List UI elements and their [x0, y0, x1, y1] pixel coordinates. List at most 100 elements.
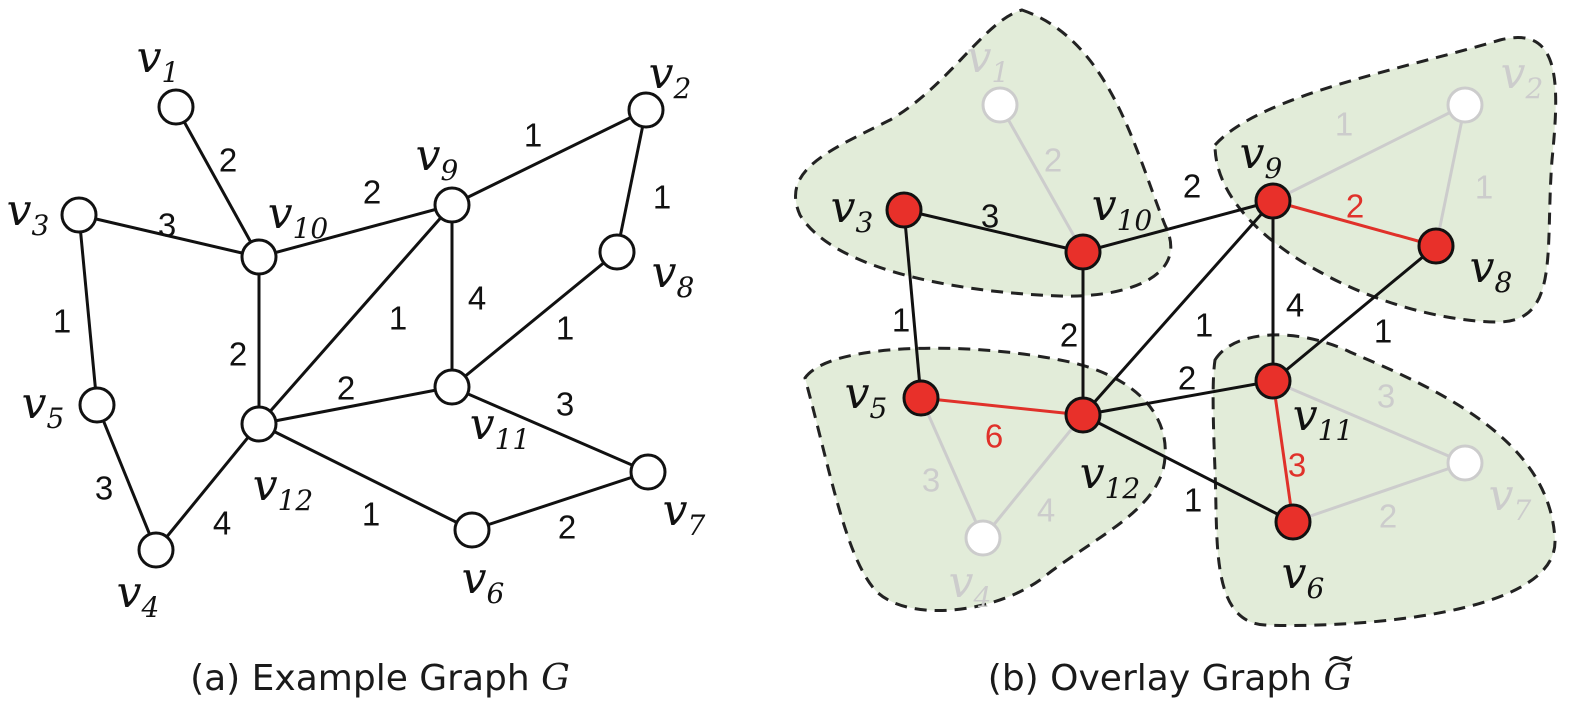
graph-a-edge-v5-v4	[95, 404, 158, 551]
graph-b-node-v3	[885, 191, 923, 229]
graph-b-edges	[902, 103, 1467, 539]
graph-b-edge-v6-v7	[1292, 461, 1466, 524]
graph-a-label-v7: v7	[663, 485, 706, 542]
graph-b-weight-v1-v10: 2	[1044, 142, 1062, 179]
graph-b-label-v8: v8	[1470, 242, 1513, 299]
graph-b-weight-v4-v12: 4	[1037, 492, 1055, 529]
graph-a-edge-v2-v8	[615, 109, 648, 253]
graph-b-weight-v9-v8: 2	[1346, 188, 1364, 225]
graph-b-node-v1	[981, 86, 1019, 124]
graph-b-edge-v11-v7	[1272, 379, 1466, 465]
graph-b-edge-v5-v4	[919, 397, 985, 539]
graph-b-weight-v2-v9: 1	[1335, 106, 1353, 143]
graph-b-edge-v11-v6	[1271, 380, 1295, 523]
graph-b-edge-v3-v5	[902, 209, 923, 399]
graph-a-weight-v2-v9: 1	[524, 117, 542, 154]
graph-b-label-v11: v11	[1293, 390, 1354, 447]
graph-a-weight-v5-v4: 3	[95, 470, 113, 507]
graph-a-edge-v12-v9	[257, 204, 454, 425]
graph-a-node-v4	[137, 531, 175, 569]
graph-a-edge-v3-v5	[77, 214, 99, 406]
caption-b: (b) Overlay Graph G	[988, 658, 1352, 699]
graph-b-weight-v2-v8: 1	[1475, 169, 1493, 206]
graph-b-weight-v5-v12: 6	[985, 418, 1003, 455]
graph-a-edge-v2-v9	[451, 108, 647, 207]
graph-b-edge-v10-v9	[1082, 199, 1274, 254]
graph-b-node-v9	[1254, 182, 1292, 220]
graph-b-edge-v2-v8	[1434, 104, 1467, 247]
region-bottom-right	[1211, 333, 1557, 628]
graph-b-node-v11	[1254, 362, 1292, 400]
graph-b-weight-v10-v12: 2	[1060, 317, 1078, 354]
graph-a-label-v3: v3	[7, 185, 50, 242]
graph-b-label-v6: v6	[1282, 548, 1325, 605]
graph-a-label-v6: v6	[462, 553, 505, 610]
graph-a-node-v7	[629, 453, 667, 491]
graph-b-edge-v2-v9	[1272, 103, 1466, 203]
graph-b-weight-v3-v5: 1	[892, 302, 910, 339]
graph-a-edge-v10-v9	[258, 203, 453, 259]
graph-b-edge-v9-v8	[1272, 199, 1437, 248]
graph-a-weight-v3-v5: 1	[53, 303, 71, 340]
graph-a-weight-v4-v12: 4	[213, 505, 231, 542]
graph-a-weight-v9-v11: 4	[468, 280, 486, 317]
graph-b-node-v5	[902, 379, 940, 417]
graph-a-node-v11	[433, 368, 471, 406]
graph-b-weight-v12-v11: 2	[1178, 360, 1196, 397]
graph-b-weight-v3-v10: 3	[981, 198, 999, 235]
graph-b-edge-v5-v12	[920, 396, 1084, 417]
graph-a-edge-v3-v10	[78, 213, 260, 259]
graph-b-edge-v1-v10	[998, 104, 1085, 253]
graph-a-weight-v11-v7: 3	[556, 386, 574, 423]
graph-b-node-v6	[1274, 503, 1312, 541]
graph-b-label-v9: v9	[1240, 128, 1283, 185]
graph-b-edge-v4-v12	[981, 414, 1085, 539]
graph-a-weight-v1-v10: 2	[219, 142, 237, 179]
graph-b-weight-v6-v7: 2	[1379, 498, 1397, 535]
graph-b-node-v12	[1064, 396, 1102, 434]
graph-b-label-v7: v7	[1489, 470, 1532, 527]
graph-b-weight-v11-v7: 3	[1377, 378, 1395, 415]
graph-a-edge-v8-v11	[451, 250, 618, 389]
graph-a-label-v10: v10	[268, 188, 329, 245]
graph-a-weight-v6-v7: 2	[558, 509, 576, 546]
graph-b-node-v2	[1446, 86, 1484, 124]
caption-a: (a) Example Graph G	[190, 658, 570, 699]
graph-b-edge-v12-v6	[1082, 413, 1294, 524]
graph-b-node-v10	[1064, 233, 1102, 271]
graph-a-node-v6	[453, 511, 491, 549]
graph-a-weight-v12-v6: 1	[362, 496, 380, 533]
graph-a-edge-v6-v7	[471, 470, 649, 532]
graph-a-node-v1	[157, 88, 195, 126]
graph-a-node-v12	[240, 405, 278, 443]
graph-a-node-v3	[60, 196, 98, 234]
graph-a-edge-v12-v6	[258, 422, 473, 532]
graph-a-edge-v12-v11	[258, 385, 453, 426]
graph-a-weight-v12-v11: 2	[337, 370, 355, 407]
graph-a-node-v2	[627, 91, 665, 129]
graph-a-label-v1: v1	[137, 32, 180, 89]
graph-b-edge-v3-v10	[903, 208, 1084, 254]
graph-a-label-v11: v11	[470, 399, 531, 456]
graph-a-node-v9	[433, 186, 471, 224]
graph-a-weight-v8-v11: 1	[556, 310, 574, 347]
graph-a-label-v4: v4	[117, 567, 160, 624]
graph-a-label-v8: v8	[652, 247, 695, 304]
graph-a-weight-v10-v12: 2	[229, 336, 247, 373]
graph-a-node-v8	[598, 233, 636, 271]
graph-a-label-v5: v5	[22, 378, 65, 435]
graph-b-node-v4	[964, 519, 1002, 557]
graph-b-label-v5: v5	[845, 368, 888, 425]
graph-a-label-v12: v12	[253, 460, 314, 517]
graph-b-weight-v8-v11: 1	[1374, 313, 1392, 350]
graph-b-edge-v12-v11	[1082, 379, 1274, 417]
graph-a-node-v10	[240, 238, 278, 276]
caption-b-tilde: ~	[1326, 638, 1356, 679]
graph-b-weight-v11-v6: 3	[1288, 447, 1306, 484]
graph-b-label-v10: v10	[1092, 180, 1153, 237]
graph-nodes	[60, 86, 1484, 569]
graph-b-label-v1: v1	[967, 32, 1010, 89]
